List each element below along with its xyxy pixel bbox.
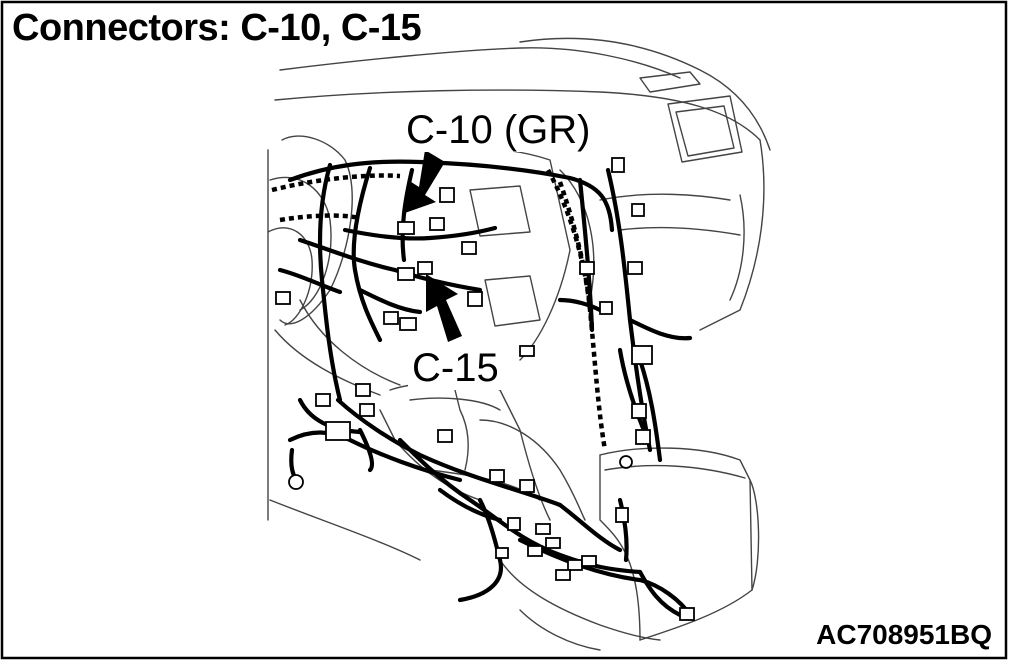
arrow-up-left-icon xyxy=(426,274,462,342)
callout-c10-label: C-10 (GR) xyxy=(402,108,595,152)
connectors xyxy=(275,157,695,621)
arrow-down-right-icon xyxy=(402,150,445,214)
page-title: Connectors: C-10, C-15 xyxy=(12,6,430,50)
callout-c15-label: C-15 xyxy=(408,346,503,390)
reference-code: AC708951BQ xyxy=(814,619,994,651)
